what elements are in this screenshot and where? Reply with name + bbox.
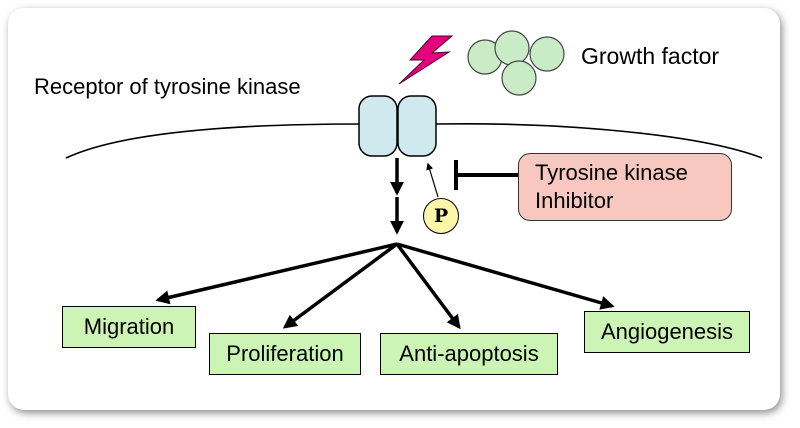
phosphorylation-arrow: [426, 162, 439, 198]
outcome-anti-apoptosis: Anti-apoptosis: [380, 333, 558, 375]
receptor-label: Receptor of tyrosine kinase: [34, 74, 301, 99]
inhibitor-label-line1: Tyrosine kinase: [535, 160, 688, 185]
cell-membrane: [65, 123, 763, 159]
branch-proliferation: [282, 242, 399, 329]
outcome-proliferation: Proliferation: [209, 333, 361, 375]
inhibitor-label-line2: Inhibitor: [535, 188, 614, 213]
receptor-left: [358, 95, 398, 157]
outcome-angiogenesis: Angiogenesis: [584, 311, 750, 353]
branch-angiogenesis: [396, 242, 615, 310]
lightning-icon: [398, 35, 454, 85]
branch-anti-apoptosis: [395, 242, 461, 330]
growth-factor-label: Growth factor: [581, 43, 720, 69]
outcome-migration: Migration: [62, 306, 196, 348]
branch-migration: [155, 242, 398, 305]
receptor-right: [397, 95, 437, 157]
phosphate-circle: P: [423, 198, 459, 234]
inhibitor-box: Tyrosine kinase Inhibitor: [518, 153, 732, 221]
growth-factor-molecules: [467, 30, 565, 96]
